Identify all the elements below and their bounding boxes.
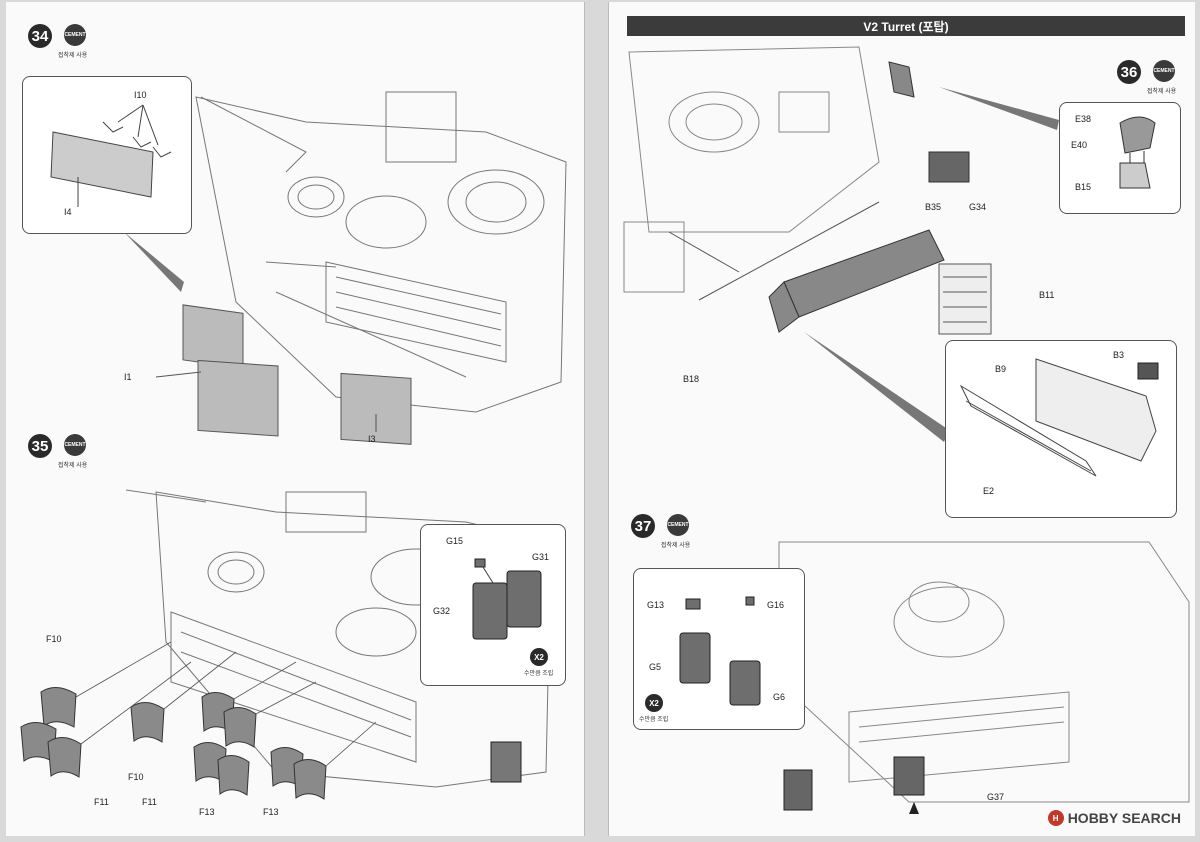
part-label: B3 [1113, 350, 1125, 360]
part-label: E40 [1071, 140, 1088, 150]
step-number-34: 34 [28, 24, 52, 48]
part-label: F13 [199, 807, 215, 817]
part-label: B18 [683, 374, 700, 384]
storage-rack-drawing [959, 358, 1159, 477]
jerrycan-drawing [472, 558, 542, 640]
part-label: G31 [532, 552, 550, 562]
part-label: I1 [124, 372, 132, 382]
instruction-page-right: V2 Turret (포탑) [608, 2, 1195, 836]
cement-caption: 접착제 사용 [58, 53, 88, 59]
part-label: E2 [983, 486, 995, 496]
x2-caption: 수만큼 조립 [639, 717, 669, 723]
part-label: B15 [1075, 182, 1092, 192]
turret-drawings [623, 46, 1190, 814]
inset-parts-drawing [50, 104, 172, 207]
step-number-36: 36 [1117, 60, 1141, 84]
cement-icon: CEMENT [667, 514, 689, 536]
cement-icon: CEMENT [64, 434, 86, 456]
part-label: F11 [142, 797, 157, 807]
part-label: F10 [46, 634, 62, 644]
part-label: G16 [767, 600, 785, 610]
hatch-part-drawing [1119, 116, 1156, 189]
detail-inset-34 [22, 76, 192, 234]
detail-inset-36a [1059, 102, 1181, 214]
part-label: I4 [64, 207, 72, 217]
step-number-37: 37 [631, 514, 655, 538]
logo-mark-icon: H [1047, 810, 1064, 826]
x2-icon: X2 [530, 648, 548, 666]
logo-text: HOBBY SEARCH [1067, 810, 1181, 826]
part-label: G6 [773, 692, 786, 702]
part-label: G34 [969, 202, 987, 212]
step-number-35: 35 [28, 434, 52, 458]
cement-icon: CEMENT [1153, 60, 1175, 82]
part-label: I3 [368, 434, 376, 444]
part-label: F10 [128, 772, 144, 782]
section-banner: V2 Turret (포탑) [627, 16, 1185, 36]
part-label: G37 [987, 792, 1005, 802]
detail-inset-36b [945, 340, 1177, 518]
part-label: I10 [134, 90, 147, 100]
part-label: G13 [647, 600, 665, 610]
x2-caption: 수만큼 조립 [524, 671, 554, 677]
cement-caption: 접착제 사용 [58, 463, 88, 469]
part-label: G32 [433, 606, 451, 616]
cement-icon: CEMENT [64, 24, 86, 46]
part-label: F11 [94, 797, 109, 807]
part-label: G15 [446, 536, 464, 546]
part-label: B11 [1039, 290, 1055, 300]
tank-hull-drawings [20, 91, 567, 800]
jerrycan-drawing [679, 596, 761, 706]
instruction-page-left: 34 CEMENT 접착제 사용 I10 I4 I1 I3 35 CEMENT … [6, 2, 585, 836]
part-label: B35 [925, 202, 942, 212]
part-label: G5 [649, 662, 662, 672]
hobby-search-logo: H HOBBY SEARCH [1047, 810, 1181, 826]
part-label: E38 [1075, 114, 1092, 124]
cement-caption: 접착제 사용 [661, 543, 691, 549]
x2-icon: X2 [645, 694, 663, 712]
cement-caption: 접착제 사용 [1147, 89, 1177, 95]
part-label: B9 [995, 364, 1007, 374]
part-label: F13 [263, 807, 279, 817]
